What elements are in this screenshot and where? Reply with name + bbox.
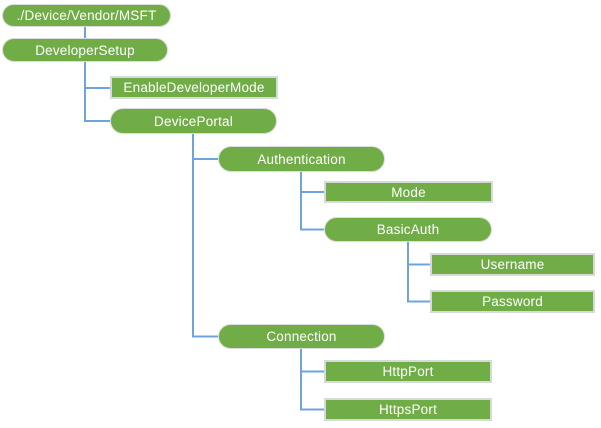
node-mode: Mode	[324, 181, 493, 203]
node-deviceportal: DevicePortal	[110, 108, 277, 134]
node-httpport: HttpPort	[324, 360, 492, 383]
node-authentication: Authentication	[218, 146, 385, 172]
connector-authentication-children	[300, 172, 324, 231]
node-developersetup: DeveloperSetup	[2, 38, 168, 62]
node-httpsport: HttpsPort	[324, 398, 492, 421]
connector-connection-children	[300, 349, 324, 411]
node-enabledevelopermode: EnableDeveloperMode	[110, 76, 278, 99]
node-connection: Connection	[218, 324, 385, 349]
node-basicauth: BasicAuth	[324, 217, 492, 242]
node-root-device-vendor-msft: ./Device/Vendor/MSFT	[2, 4, 171, 27]
connector-deviceportal-children	[192, 134, 218, 338]
connector-developersetup-children	[84, 62, 110, 122]
node-password: Password	[430, 290, 595, 313]
node-username: Username	[430, 253, 595, 276]
connector-basicauth-children	[407, 242, 430, 303]
